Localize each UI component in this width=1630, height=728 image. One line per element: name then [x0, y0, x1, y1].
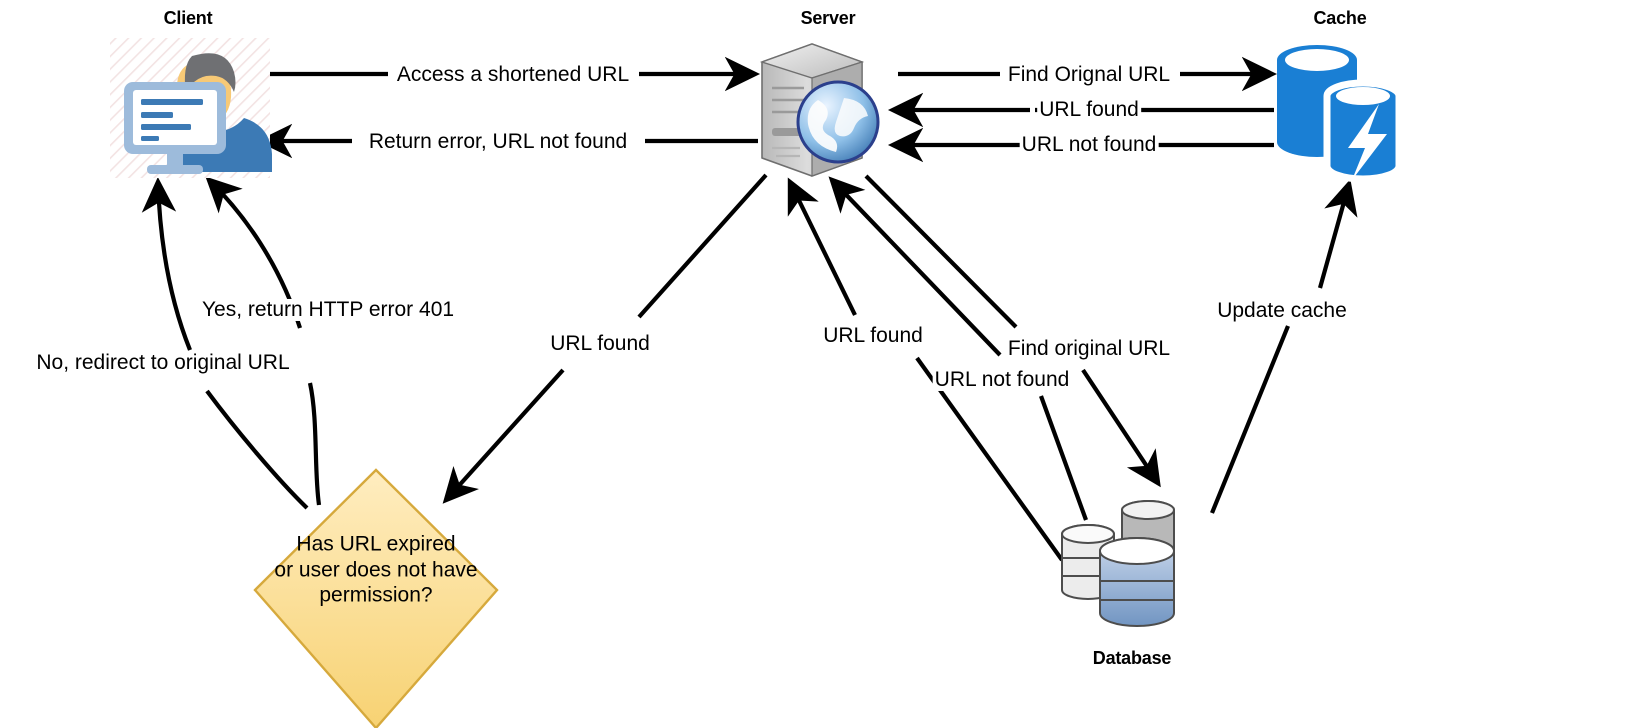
- edge-label-update-cache: Update cache: [1215, 298, 1349, 323]
- edge-label-server-decision-url-found: URL found: [548, 331, 652, 356]
- edge-label-find-original-url: Find original URL: [1005, 336, 1173, 361]
- edge-yes-http-error-401: [205, 176, 322, 506]
- edge-label-access-shortened-url: Access a shortened URL: [394, 62, 632, 87]
- cache-cylinders-bolt-icon: [1277, 45, 1403, 183]
- node-title-cache: Cache: [1313, 8, 1367, 28]
- edge-server-to-decision-url-found: [442, 173, 768, 504]
- server-tower-globe-icon: [759, 43, 880, 177]
- edge-server-find-original-url: [864, 174, 1161, 488]
- edge-label-find-orignal-url: Find Orignal URL: [1005, 62, 1173, 87]
- edge-label-return-error: Return error, URL not found: [366, 129, 630, 154]
- database-cylinders-icon: [1061, 500, 1175, 627]
- edge-label-db-url-not-found: URL not found: [932, 367, 1072, 392]
- decision-diamond: [253, 468, 499, 728]
- edge-label-db-url-found: URL found: [821, 323, 925, 348]
- edge-update-cache: [1210, 179, 1358, 514]
- decision-diamond-label: Has URL expired or user does not have pe…: [274, 532, 478, 607]
- edge-label-cache-url-not-found: URL not found: [1019, 132, 1159, 157]
- edge-label-cache-url-found: URL found: [1037, 97, 1141, 122]
- node-title-server: Server: [800, 8, 856, 28]
- edge-db-url-found: [787, 177, 1064, 562]
- edge-no-redirect-original-url: [141, 176, 309, 510]
- client-user-monitor-icon: [110, 38, 272, 178]
- edge-label-yes-http-error-401: Yes, return HTTP error 401: [199, 297, 457, 322]
- edge-label-no-redirect-original-url: No, redirect to original URL: [34, 350, 292, 375]
- node-title-client: Client: [163, 8, 213, 28]
- node-title-database: Database: [1092, 648, 1172, 668]
- edge-db-url-not-found: [828, 176, 1088, 521]
